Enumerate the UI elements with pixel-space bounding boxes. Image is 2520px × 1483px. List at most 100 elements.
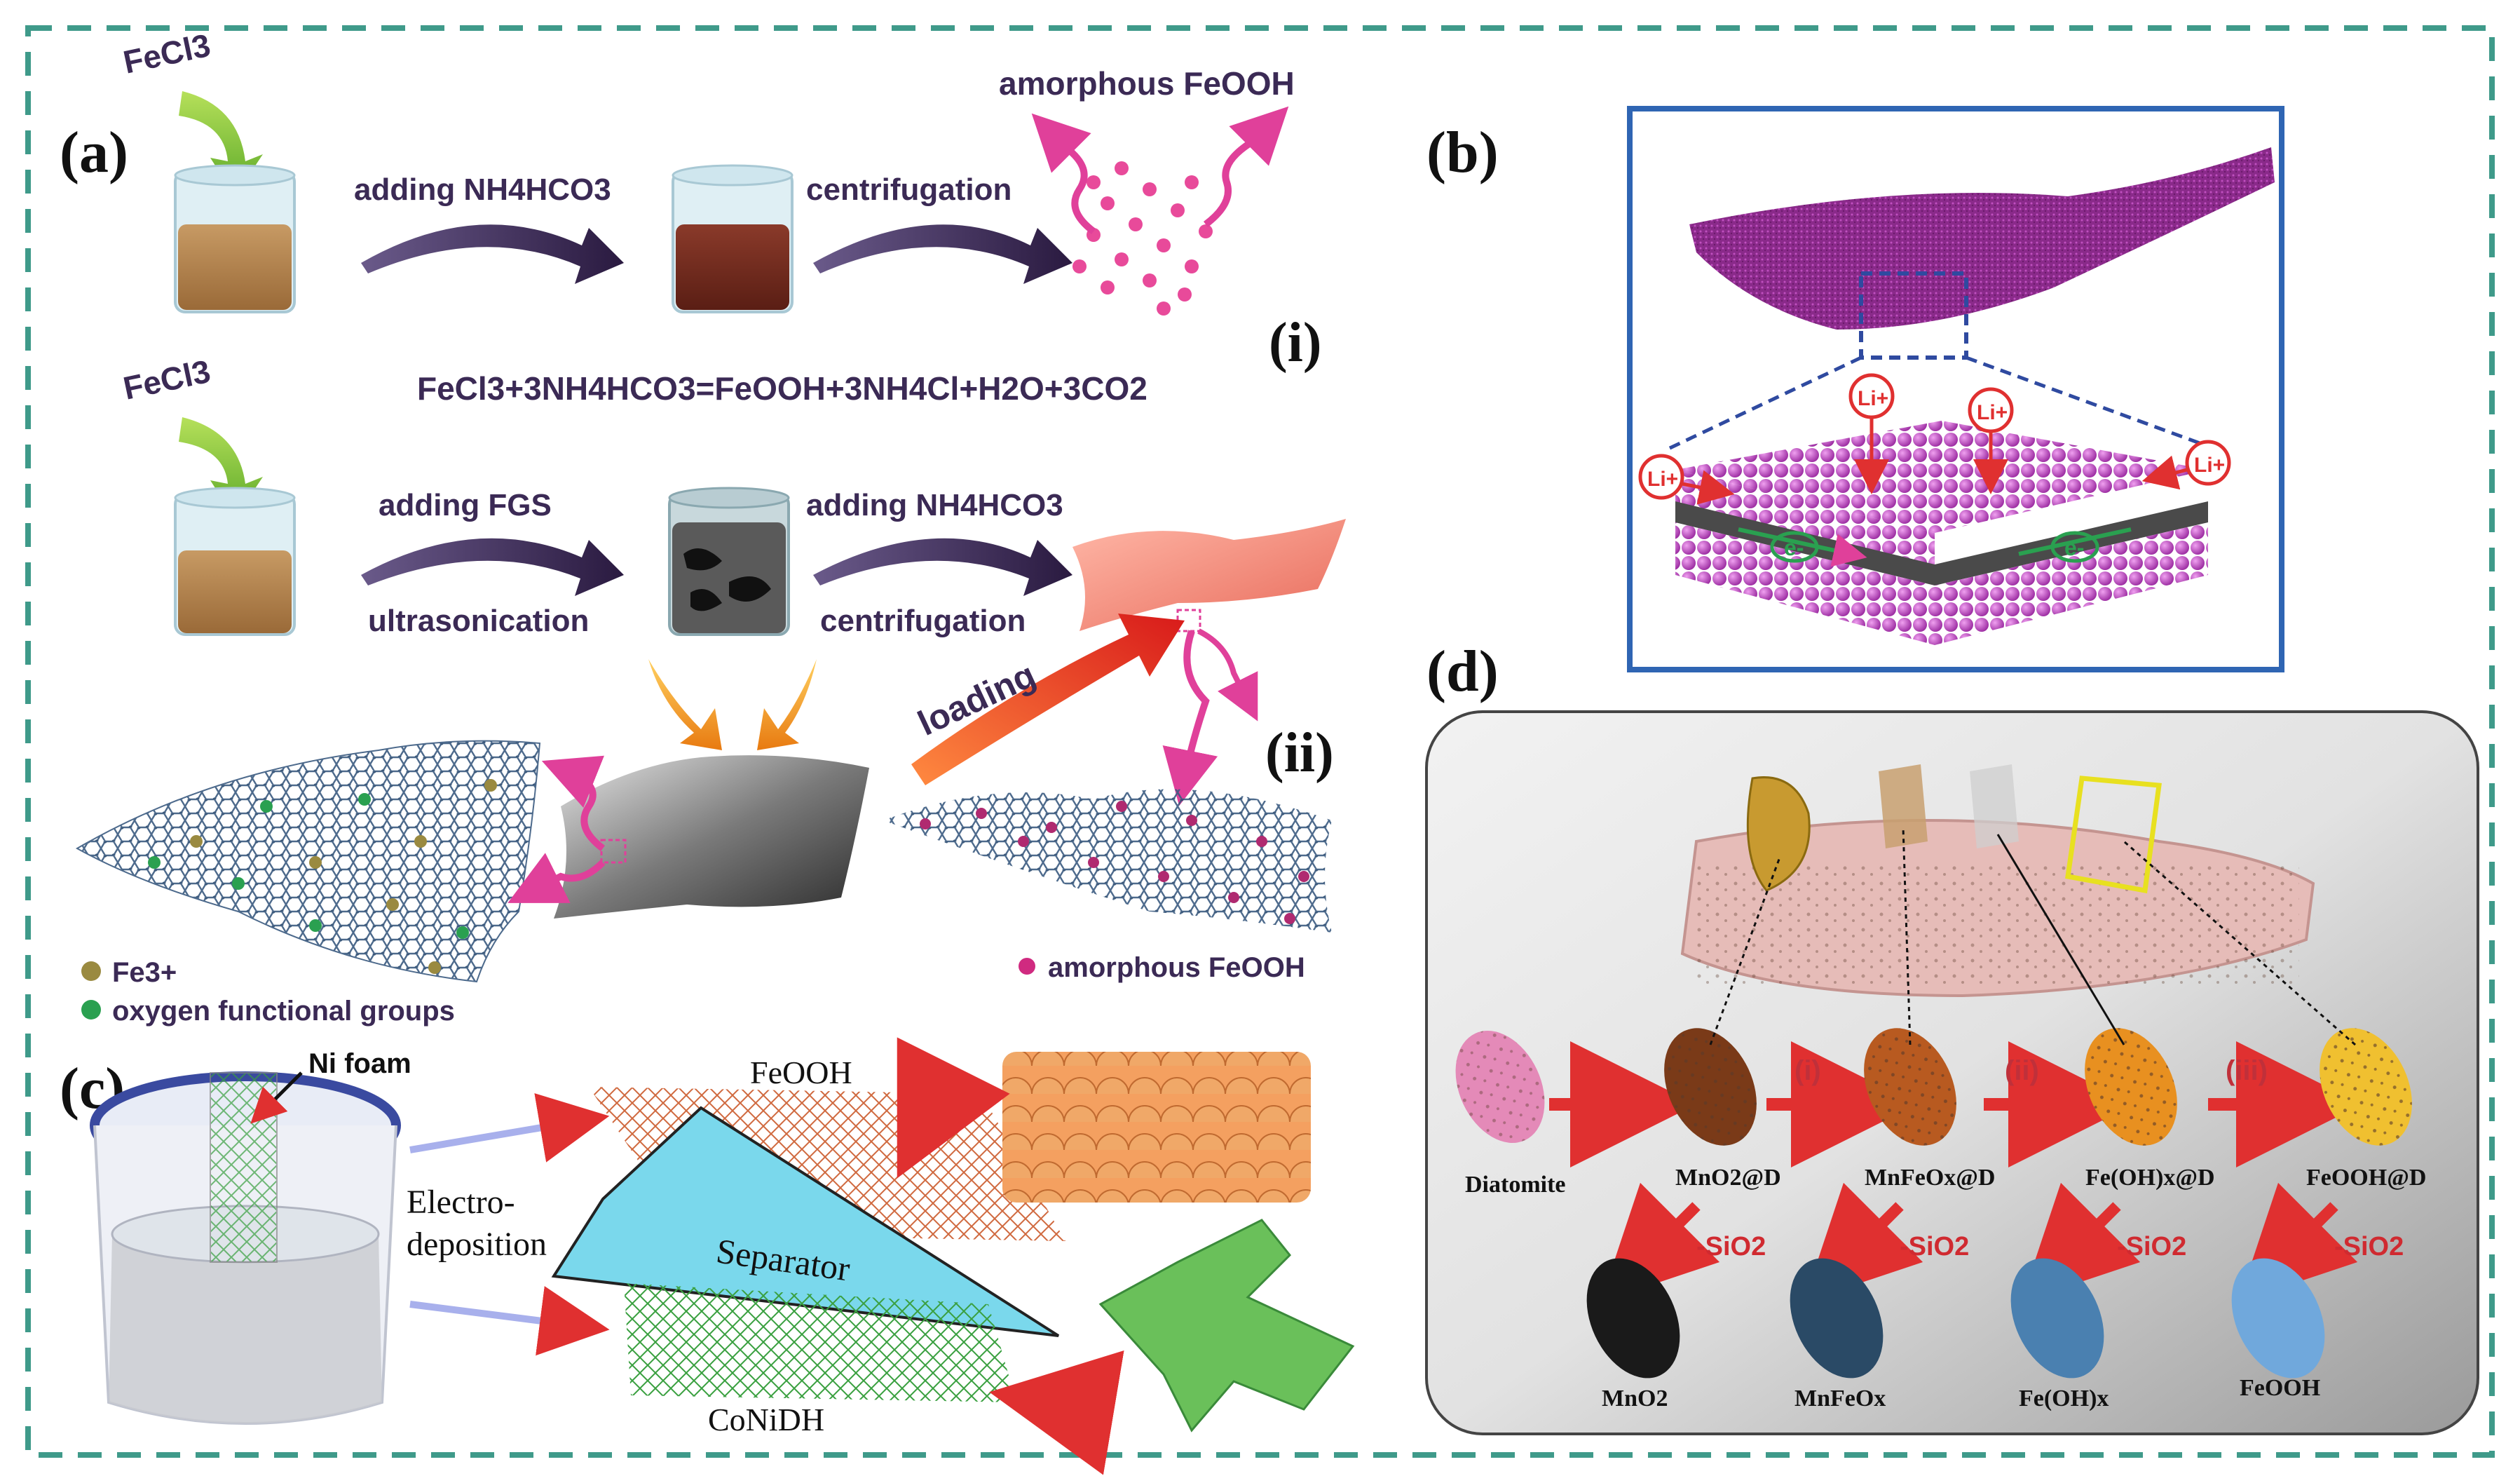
pink-wavy-arrow-up-icon <box>541 755 606 851</box>
ni-foam-label: Ni foam <box>308 1048 411 1079</box>
feohx-flake <box>1970 764 2019 848</box>
svg-text:e-: e- <box>1784 535 1804 560</box>
label-feohx: Fe(OH)x <box>2019 1386 2109 1411</box>
step-ultrasonication: ultrasonication <box>368 604 589 638</box>
ni-foam-pointer <box>250 1071 303 1124</box>
process-arrow-4 <box>813 538 1072 596</box>
step-adding-nh4hco3-row2: adding NH4HCO3 <box>806 488 1063 522</box>
disc-diatomite <box>1455 1031 1545 1143</box>
sio2-label-2: -SiO2 <box>1900 1232 1969 1261</box>
gray-graphene-sheet <box>554 755 869 919</box>
panel-c: (c) Ni foam Electro- deposition FeOOH Se… <box>60 1037 1355 1475</box>
panel-b: (b) e- e- Li+ Li+ Li+ Li+ <box>1426 106 2284 672</box>
feooh-particles <box>1072 161 1213 316</box>
disc-mnfeox-d <box>1864 1028 1956 1146</box>
process-arrow-3 <box>361 538 624 596</box>
outer-dashed-border <box>25 25 2495 1458</box>
disc-mno2-d <box>1664 1028 1757 1146</box>
electro-label-2: deposition <box>407 1226 547 1263</box>
pink-side-arrow-icon <box>1197 628 1258 722</box>
zoom-box-gray <box>600 839 627 864</box>
coni-label: CoNiDH <box>708 1402 824 1437</box>
sphere-layer-bottom <box>1675 522 2208 645</box>
sio2-label-1: -SiO2 <box>1696 1232 1766 1261</box>
wavy-arrow-left-icon <box>1031 113 1096 234</box>
electrodeposition-cell <box>90 1071 401 1425</box>
legend-feooh-dot <box>1019 958 1035 975</box>
step-centrifugation-row1: centrifugation <box>806 172 1012 207</box>
fecl3-label-row1: FeCl3 <box>120 27 213 81</box>
magenta-film <box>1689 147 2275 330</box>
zoom-line-right <box>1966 355 2216 451</box>
amorphous-feooh-title: amorphous FeOOH <box>999 65 1295 102</box>
legend-feooh-label: amorphous FeOOH <box>1048 952 1305 983</box>
orange-arrow-right-icon <box>757 659 817 750</box>
panel-b-label: (b) <box>1426 120 1499 185</box>
electron-arrows: e- e- <box>1738 527 2132 567</box>
step-d-iii: (iii) <box>2226 1055 2268 1086</box>
feooh-yellow-mesh <box>2065 776 2162 894</box>
feooh-loaded-dots <box>920 801 1309 924</box>
step-d-ii: (ii) <box>2005 1055 2039 1086</box>
fecl3-label-row2: FeCl3 <box>120 353 213 407</box>
disc-feohx-d <box>2085 1028 2177 1146</box>
disc-mno2 <box>1586 1258 1680 1379</box>
blue-curved-arrow-top-icon <box>897 1037 1010 1179</box>
reaction-equation: FeCl3+3NH4HCO3=FeOOH+3NH4Cl+H2O+3CO2 <box>417 370 1147 407</box>
mno2-flake <box>1746 776 1811 892</box>
frustule-holes <box>1696 862 2299 989</box>
beaker-fecl3-row1 <box>174 164 296 313</box>
svg-text:Li+: Li+ <box>1858 387 1888 410</box>
svg-text:e-: e- <box>2064 535 2084 560</box>
electro-label-1: Electro- <box>407 1184 515 1221</box>
legend-fe3-dot <box>81 961 101 981</box>
sio2-label-3: -SiO2 <box>2117 1232 2186 1261</box>
feooh-graphene-sheet <box>1072 519 1346 631</box>
panel-d-label: (d) <box>1426 639 1499 704</box>
disc-feohx <box>2010 1258 2104 1379</box>
sio2-arrow-4 <box>2238 1182 2358 1302</box>
loading-red-arrow-icon <box>911 614 1185 785</box>
panel-a: (a) FeCl3 adding NH4HCO3 centrifugation … <box>60 27 1346 1027</box>
legend-oxygen-label: oxygen functional groups <box>112 996 455 1027</box>
process-arrow-1 <box>361 224 624 284</box>
label-feooh-d: FeOOH@D <box>2306 1165 2426 1191</box>
svg-text:Li+: Li+ <box>1977 401 2008 424</box>
pink-down-arrow-icon <box>1162 630 1218 806</box>
step-centrifugation-row2: centrifugation <box>820 604 1026 638</box>
label-mnfeox-d: MnFeOx@D <box>1865 1165 1996 1191</box>
label-diatomite: Diatomite <box>1465 1172 1566 1198</box>
separator-sheet <box>551 1106 1060 1337</box>
step-adding-nh4hco3: adding NH4HCO3 <box>354 172 611 207</box>
panel-d: (d) Diatomite MnO2@D (i) MnFeOx@D (ii) <box>1425 639 2479 1435</box>
wavy-arrow-right-icon <box>1203 106 1289 227</box>
process-arrow-2 <box>813 224 1072 284</box>
legend-fe3-label: Fe3+ <box>112 957 177 988</box>
beaker-fecl3-row2 <box>174 487 296 636</box>
tag-ii: (ii) <box>1265 722 1334 784</box>
zoom-box-blue <box>1859 271 1968 360</box>
mnfeox-flake <box>1879 764 1928 848</box>
sio2-label-4: -SiO2 <box>2334 1232 2404 1261</box>
sphere-layer-top <box>1675 421 2208 533</box>
arrow-upper-c <box>409 1093 610 1163</box>
svg-text:Li+: Li+ <box>2194 454 2225 477</box>
orange-scales-block <box>1002 1052 1311 1203</box>
feooh-loaded-graphene <box>883 789 1332 933</box>
zoom-box-pink <box>1176 609 1201 632</box>
sio2-arrow-3 <box>2021 1182 2141 1302</box>
panel-a-label: (a) <box>60 120 128 185</box>
tag-i: (i) <box>1269 312 1322 374</box>
graphene-layer <box>1675 501 2208 585</box>
label-feooh: FeOOH <box>2240 1375 2320 1401</box>
green-flower-crystal <box>1098 1219 1355 1433</box>
svg-text:Li+: Li+ <box>1647 468 1678 491</box>
label-mno2: MnO2 <box>1602 1386 1668 1411</box>
fe3-and-oxygen-dots <box>148 779 497 974</box>
sio2-arrow-1 <box>1600 1182 1720 1302</box>
graphene-oxide-sheet <box>75 740 541 983</box>
connector-feohx <box>1996 834 2125 1045</box>
blue-curved-arrow-bottom-icon <box>989 1350 1124 1475</box>
label-mnfeox: MnFeOx <box>1794 1386 1886 1411</box>
